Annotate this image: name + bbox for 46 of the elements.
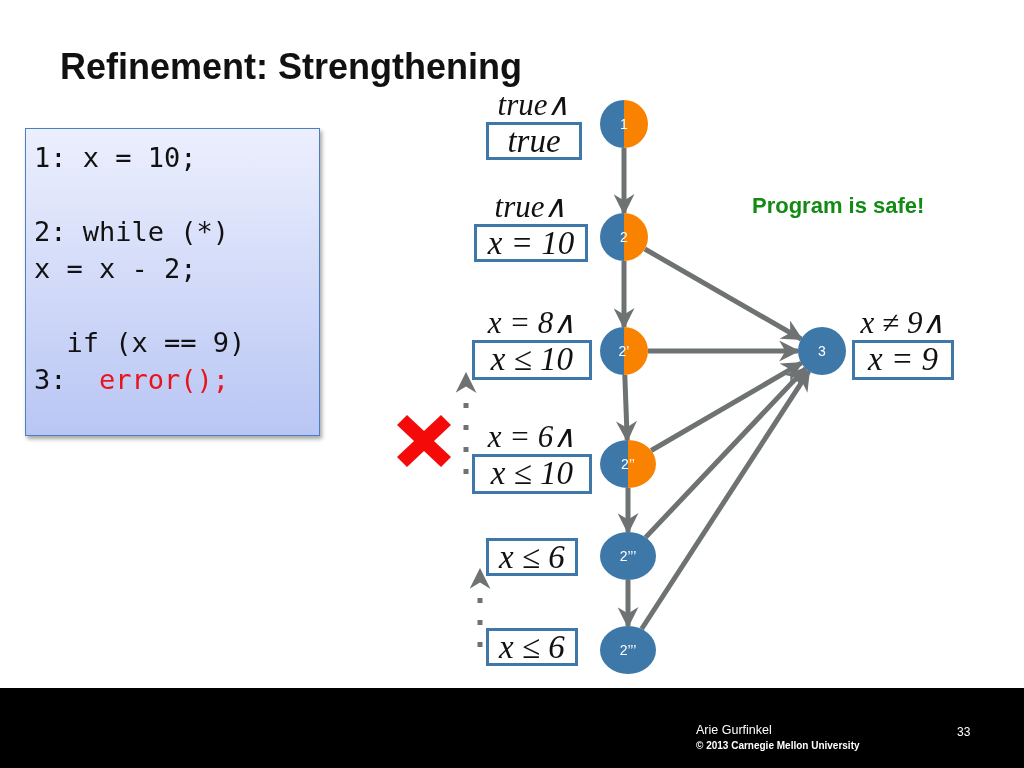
arrow	[649, 360, 804, 453]
formula-heading: true∧	[494, 192, 568, 224]
formula-box: x ≤ 6	[486, 628, 578, 666]
formula-box: x = 10	[474, 224, 588, 262]
code-line: error();	[99, 364, 230, 395]
arrow	[643, 366, 808, 540]
code-line: 3:	[34, 364, 67, 395]
arrow	[639, 369, 811, 631]
formula-box: x = 9	[852, 340, 954, 380]
state-circle	[600, 440, 656, 488]
arrow	[643, 246, 803, 342]
state-circle	[600, 532, 656, 580]
page-number: 33	[957, 725, 971, 739]
arrow	[613, 261, 635, 330]
formula-box: true	[486, 122, 582, 160]
node-label: 2’	[618, 343, 630, 359]
state-circle	[600, 213, 648, 261]
formula-heading: x ≠ 9∧	[860, 308, 946, 340]
dotted-arrow	[455, 371, 477, 474]
state-circle	[798, 327, 846, 375]
node-label: 2’’’	[619, 642, 637, 658]
code-line: 2: while (*) x = x - 2;	[34, 215, 231, 286]
status-message: Program is safe!	[752, 193, 925, 219]
formula-box: x ≤ 10	[472, 454, 592, 494]
code-line: 1: x = 10;	[34, 141, 198, 175]
copyright-notice: © 2013 Carnegie Mellon University	[696, 740, 860, 751]
arrow	[616, 374, 637, 443]
state-circle	[600, 626, 656, 674]
state-circle	[600, 327, 648, 375]
dotted-arrow	[469, 567, 491, 647]
author-name: Arie Gurfinkel	[696, 723, 772, 737]
formula-box: x ≤ 10	[472, 340, 592, 380]
node-label: 3	[818, 343, 826, 359]
formula-heading: x = 8∧	[487, 308, 577, 340]
code-line: if (x == 9)	[65, 326, 247, 360]
arrow	[617, 580, 639, 629]
node-label: 1	[620, 116, 628, 132]
arrow	[613, 148, 635, 216]
arrow	[617, 488, 639, 535]
formula-box: x ≤ 6	[486, 538, 578, 576]
formula-heading: true∧	[497, 90, 571, 122]
formula-heading: x = 6∧	[487, 422, 577, 454]
slide-title: Refinement: Strengthening	[60, 46, 522, 88]
state-circle	[600, 100, 648, 148]
code-panel	[25, 128, 320, 436]
node-label: 2’’’	[619, 548, 637, 564]
